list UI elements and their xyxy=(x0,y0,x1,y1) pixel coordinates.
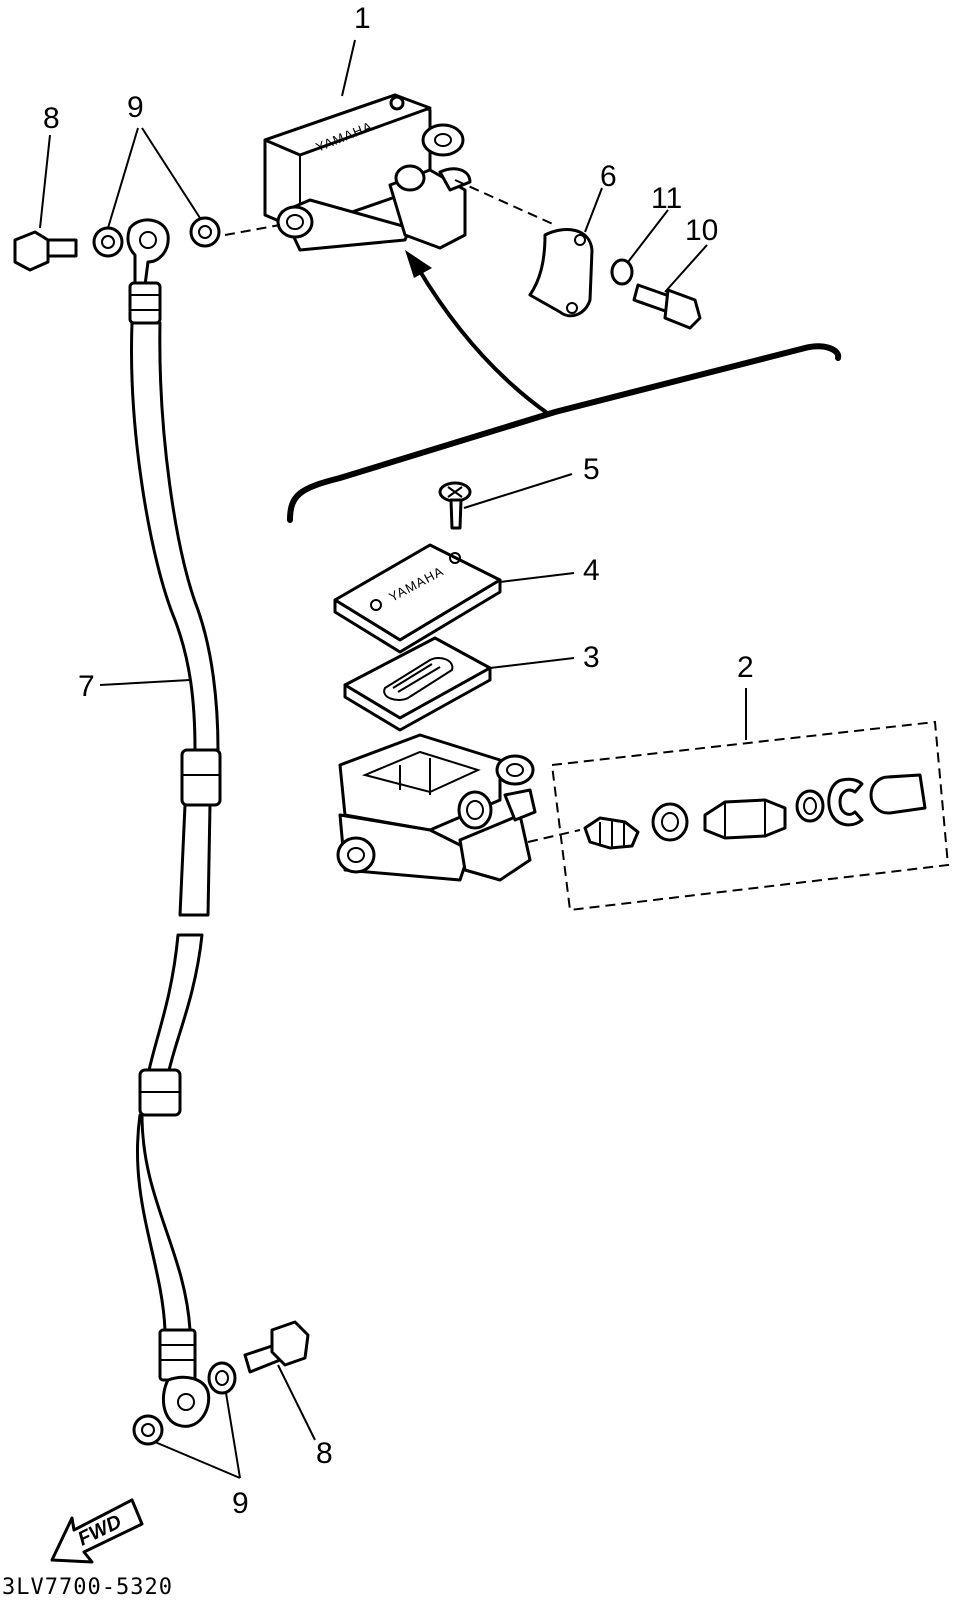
fwd-arrow-icon: FWD xyxy=(50,1498,144,1564)
piston-kit-box xyxy=(550,720,950,912)
reservoir-cap: YAMAHA xyxy=(333,543,502,654)
callout-4: 4 xyxy=(583,554,600,587)
copper-washer-bottom-right xyxy=(207,1361,237,1395)
callout-8-top: 8 xyxy=(43,102,60,135)
screw-5 xyxy=(438,481,472,530)
banjo-fitting-bottom xyxy=(161,1375,211,1428)
copper-washer-top-right xyxy=(189,216,221,248)
master-cylinder-assembly: YAMAHA xyxy=(263,93,472,252)
brake-hose xyxy=(128,281,222,1382)
callout-8-bottom: 8 xyxy=(316,1437,333,1470)
union-bolt-top xyxy=(13,230,78,272)
callout-9-top: 9 xyxy=(127,91,144,124)
copper-washer-top-left xyxy=(92,226,124,258)
callout-7: 7 xyxy=(78,670,95,703)
callout-2: 2 xyxy=(737,651,754,684)
callout-6: 6 xyxy=(600,160,617,193)
diaphragm xyxy=(343,636,492,732)
callout-11: 11 xyxy=(651,182,682,215)
holder-clamp xyxy=(528,228,594,318)
banjo-fitting-top xyxy=(126,218,170,287)
union-bolt-bottom xyxy=(243,1320,310,1374)
callout-1: 1 xyxy=(354,2,371,35)
copper-washer-bottom-left xyxy=(132,1414,164,1446)
washer-11 xyxy=(610,258,634,286)
piston-kit-parts xyxy=(583,773,927,850)
callout-10: 10 xyxy=(685,214,718,247)
callout-5: 5 xyxy=(583,453,600,486)
pointer-arrowhead xyxy=(405,250,432,278)
callout-3: 3 xyxy=(583,641,600,674)
diagram-code: 3LV7700-5320 xyxy=(2,1575,173,1600)
master-cylinder-body xyxy=(336,733,537,882)
bolt-10 xyxy=(632,283,702,330)
callout-9-bottom: 9 xyxy=(232,1487,249,1520)
